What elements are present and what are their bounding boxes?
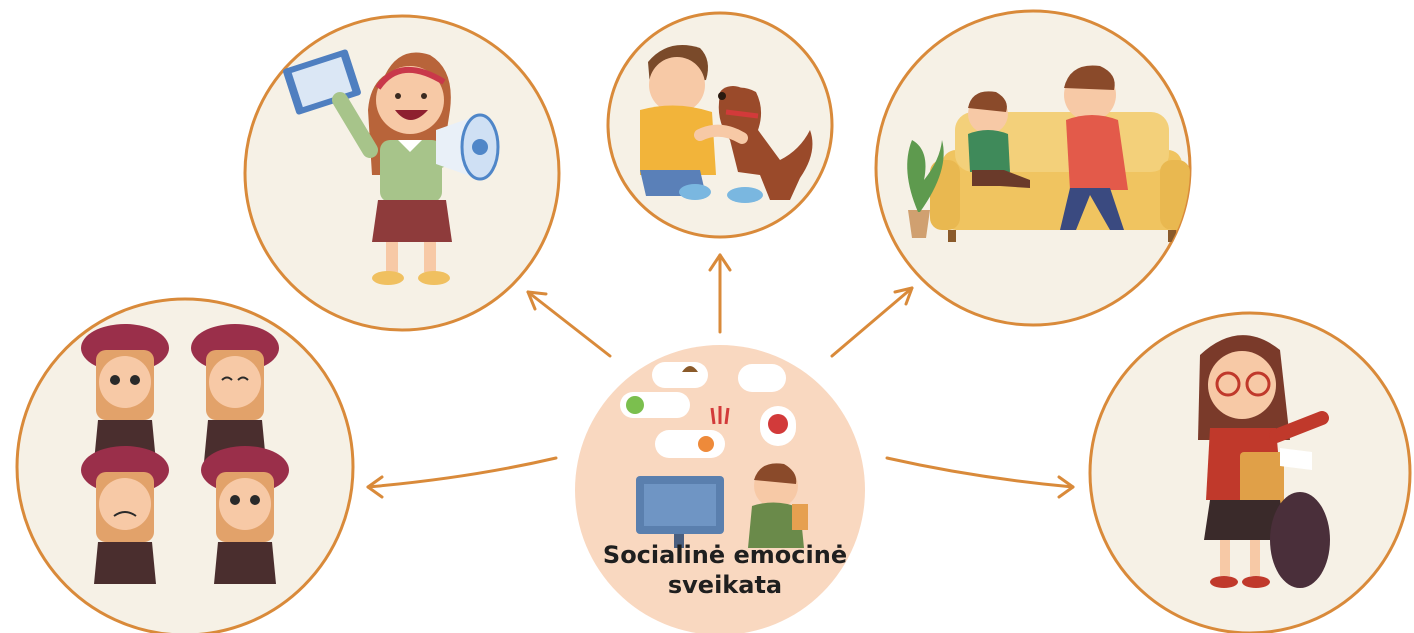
girl-four-emotions-icon: [81, 324, 289, 584]
father-and-son-on-sofa-icon: [907, 65, 1190, 242]
arrow-to-family-sofa: [830, 286, 914, 358]
hub-title-line1: Socialinė emocinė: [602, 541, 848, 569]
arrow-to-girl-emotions: [366, 456, 558, 499]
hub-title: Socialinė emocinė sveikata: [580, 540, 870, 600]
speech-bubbles-icon: [620, 362, 796, 458]
bubble-girl-presenting: [1088, 311, 1412, 633]
computer-icon: [636, 476, 724, 548]
bubble-girl-megaphone: [243, 14, 561, 332]
boy-hugging-dog-icon: [640, 45, 813, 203]
girl-with-megaphone-and-book-icon: [283, 49, 500, 285]
arrow-to-boy-dog: [708, 253, 732, 334]
angry-boy-icon: [748, 463, 808, 548]
hub-title-line2: sveikata: [667, 571, 783, 599]
girl-with-glasses-presenting-icon: [1198, 335, 1330, 588]
bubble-family-sofa: [874, 9, 1192, 327]
arrow-to-girl-presenting: [885, 456, 1075, 499]
hub-circle: [575, 345, 865, 633]
arrow-to-girl-megaphone: [526, 290, 612, 358]
bubble-girl-emotions: [15, 297, 355, 633]
bubble-boy-dog: [606, 11, 834, 239]
